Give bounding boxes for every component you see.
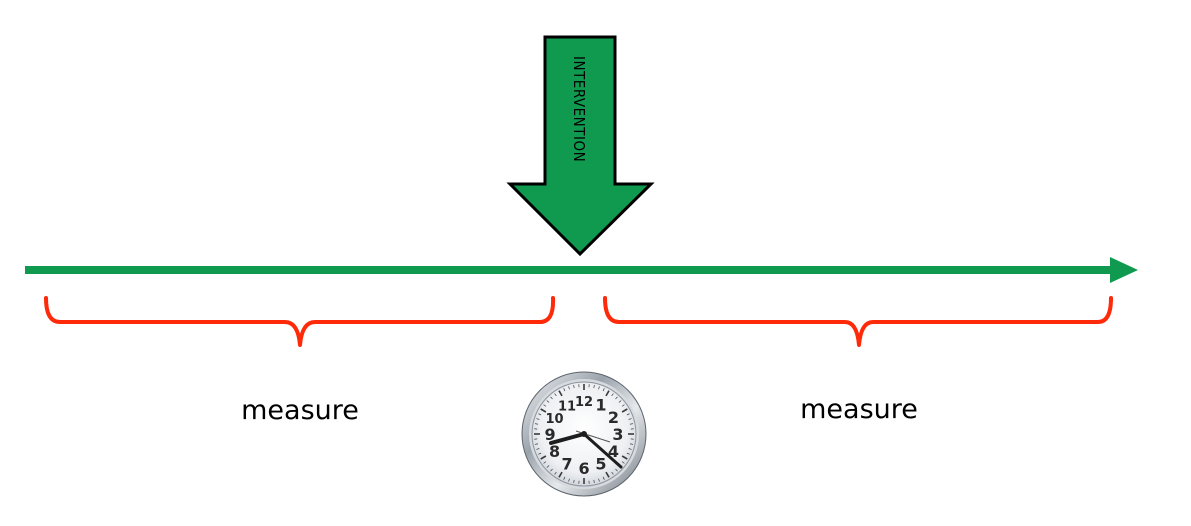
intervention-arrow-shape: [506, 35, 655, 257]
measure-after-label: measure: [800, 394, 918, 425]
clock-tick: [554, 393, 557, 397]
clock-tick: [611, 471, 614, 475]
clock-tick: [546, 400, 550, 403]
clock-tick: [629, 423, 633, 425]
clock-tick: [598, 386, 600, 390]
intervention-label: INTERVENTION: [570, 56, 588, 162]
clock-numeral: 11: [558, 400, 576, 415]
clock-tick: [563, 388, 566, 392]
clock-tick: [602, 388, 605, 392]
clock-tick: [543, 461, 547, 464]
clock-numeral: 9: [544, 425, 555, 444]
clock-tick: [568, 478, 570, 482]
clock-numeral: 3: [612, 425, 623, 444]
clock-tick: [593, 385, 595, 389]
clock-tick: [628, 448, 632, 450]
clock-numeral: 6: [578, 459, 589, 478]
clock-tick: [615, 468, 618, 472]
clock-tick: [621, 408, 628, 413]
clock-numeral: 4: [608, 442, 619, 461]
clock-tick: [605, 471, 610, 478]
intervention-arrow: INTERVENTION: [506, 35, 655, 257]
clock-tick: [605, 390, 610, 397]
clock-tick: [629, 443, 633, 445]
clock-tick: [540, 408, 547, 413]
clock-tick: [573, 479, 575, 483]
clock-tick: [602, 476, 605, 480]
clock-tick: [573, 385, 575, 389]
clock-ticks: [534, 384, 634, 484]
clock-hour-hand: [549, 432, 586, 445]
clock-minute-hand: [582, 432, 623, 469]
clock-numeral: 1: [595, 396, 606, 415]
clock-tick: [558, 390, 563, 397]
clock-tick: [550, 396, 553, 400]
clock-tick: [615, 396, 618, 400]
clock-tick: [538, 413, 542, 416]
clock-tick: [568, 386, 570, 390]
clock-tick: [628, 418, 632, 420]
clock-tick: [626, 413, 630, 416]
clock-tick: [540, 455, 547, 460]
clock-tick: [621, 461, 625, 464]
clock-tick: [558, 471, 563, 478]
clock-tick: [611, 393, 614, 397]
clock-tick: [554, 471, 557, 475]
clock-tick: [550, 468, 553, 472]
clock-tick: [536, 418, 540, 420]
clock-numeral: 8: [549, 442, 560, 461]
clock-tick: [618, 400, 622, 403]
clock-tick: [621, 404, 625, 407]
clock-tick: [563, 476, 566, 480]
clock-tick: [626, 452, 630, 455]
clock-numeral: 10: [546, 412, 564, 427]
clock-numeral: 12: [575, 395, 593, 410]
clock-tick: [535, 443, 539, 445]
measure-bracket-after: [603, 296, 1113, 347]
clock-numeral: 5: [595, 454, 606, 473]
clock-tick: [543, 404, 547, 407]
clock-numeral: 7: [561, 454, 572, 473]
clock-tick: [538, 452, 542, 455]
clock-tick: [598, 478, 600, 482]
clock-tick: [546, 465, 550, 468]
clock-numeral: 2: [608, 408, 619, 427]
timeline-arrowhead: [1110, 257, 1138, 283]
measure-before-label: measure: [241, 395, 359, 426]
clock-tick: [535, 423, 539, 425]
measure-bracket-before: [44, 296, 556, 347]
clock-tick: [536, 448, 540, 450]
clock-tick: [593, 479, 595, 483]
timeline-arrow: [25, 257, 1138, 283]
clock-tick: [621, 455, 628, 460]
